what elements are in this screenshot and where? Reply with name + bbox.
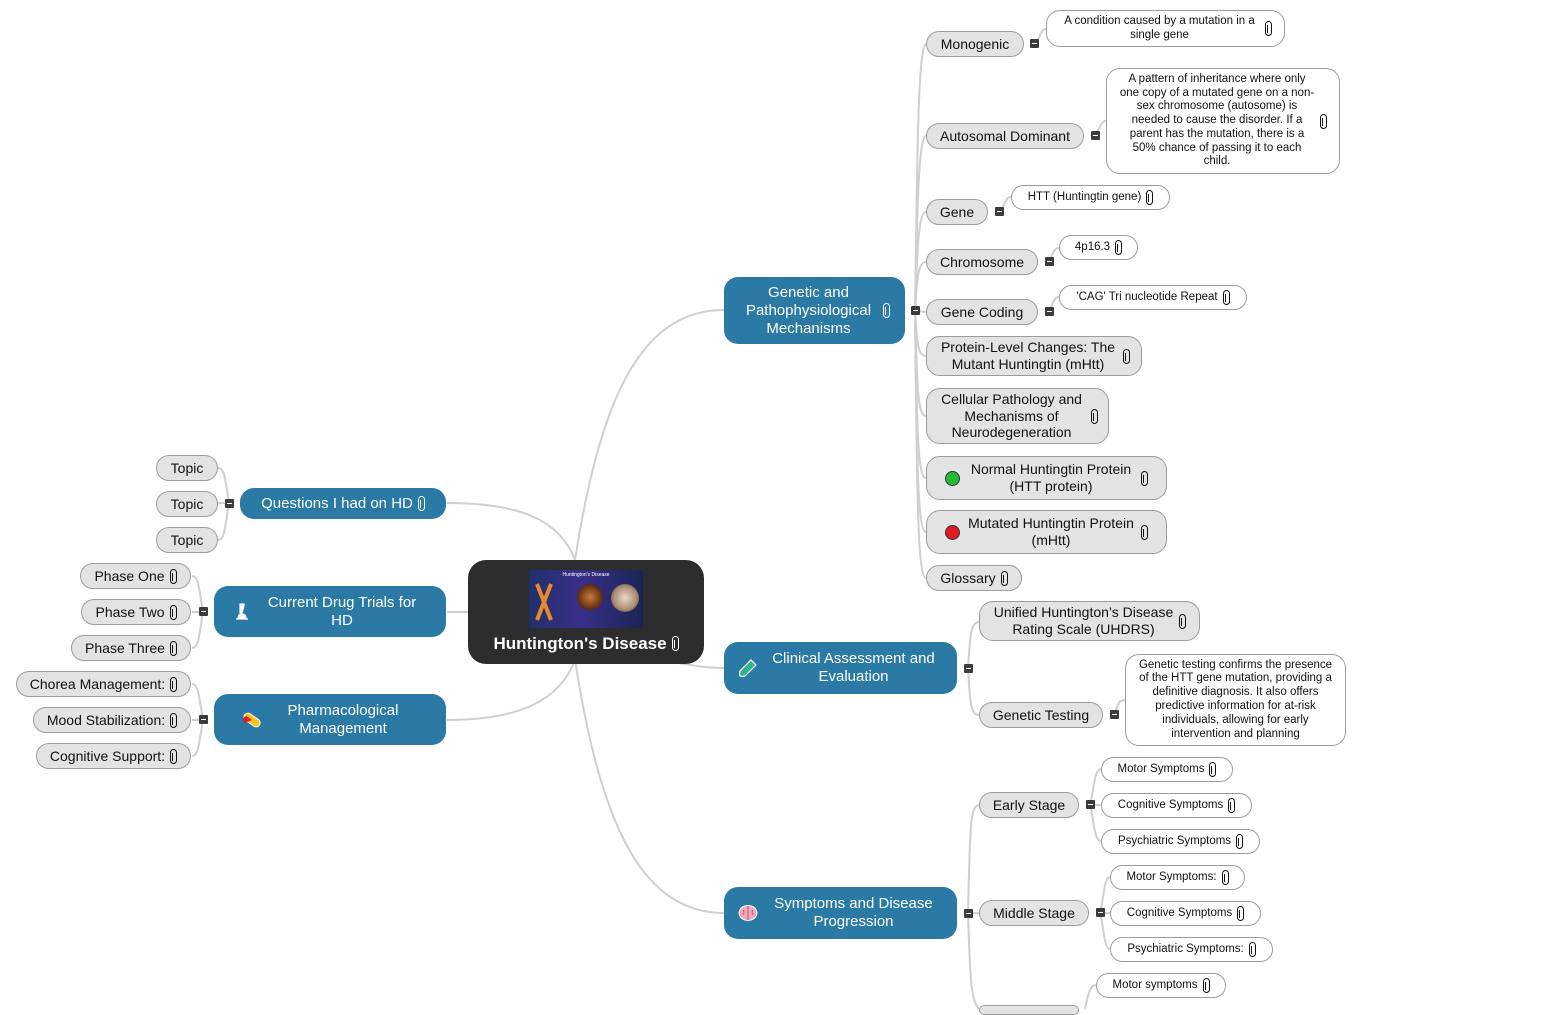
attachment-icon[interactable] (169, 568, 177, 584)
attachment-icon[interactable] (170, 676, 178, 692)
subtopic-topic[interactable]: Topic (156, 527, 218, 553)
attachment-icon[interactable] (1248, 942, 1256, 957)
subtopic-pharma-item[interactable]: Mood Stabilization: (33, 707, 191, 733)
attachment-icon[interactable] (1000, 570, 1008, 586)
central-topic-title: Huntington's Disease (493, 633, 667, 653)
attachment-icon[interactable] (169, 640, 177, 656)
topic-questions[interactable]: Questions I had on HD (240, 488, 446, 519)
subtopic-late-stage[interactable] (979, 1005, 1079, 1015)
attachment-icon[interactable] (1221, 870, 1229, 885)
subtopic-gene-coding[interactable]: Gene Coding (926, 299, 1038, 325)
red-marker-icon (945, 524, 960, 540)
collapse-toggle[interactable] (964, 909, 973, 918)
subtopic-chromosome[interactable]: Chromosome (926, 249, 1038, 275)
attachment-icon[interactable] (1115, 240, 1123, 255)
subtopic-pharma-item[interactable]: Chorea Management: (16, 671, 191, 697)
brain-slice-image (577, 583, 603, 610)
attachment-icon[interactable] (1178, 613, 1186, 629)
attachment-icon[interactable] (671, 636, 679, 652)
attachment-icon[interactable] (1202, 978, 1210, 993)
test-tube-icon (738, 659, 757, 678)
attachment-icon[interactable] (170, 712, 178, 728)
collapse-toggle[interactable] (199, 715, 208, 724)
topic-pharmacological-management[interactable]: Pharmacological Management (214, 694, 446, 745)
middle-item[interactable]: Cognitive Symptoms (1110, 901, 1261, 926)
attachment-icon[interactable] (1141, 470, 1148, 486)
subtopic-monogenic[interactable]: Monogenic (926, 31, 1024, 57)
attachment-icon[interactable] (1209, 762, 1217, 777)
subtopic-middle-stage[interactable]: Middle Stage (979, 900, 1089, 926)
microscope-icon (236, 602, 248, 620)
note-gene-coding[interactable]: 'CAG' Tri nucleotide Repeat (1059, 285, 1247, 310)
collapse-toggle[interactable] (1110, 710, 1119, 719)
collapse-toggle[interactable] (1086, 800, 1095, 809)
subtopic-normal-huntingtin[interactable]: Normal Huntingtin Protein (HTT protein) (926, 456, 1167, 500)
note-genetic-testing[interactable]: Genetic testing confirms the presence of… (1125, 654, 1346, 746)
early-item[interactable]: Cognitive Symptoms (1101, 793, 1252, 818)
note-autosomal-dominant[interactable]: A pattern of inheritance where only one … (1106, 68, 1340, 174)
attachment-icon[interactable] (1237, 906, 1245, 921)
middle-item[interactable]: Psychiatric Symptoms: (1110, 937, 1273, 962)
subtopic-autosomal-dominant[interactable]: Autosomal Dominant (926, 123, 1084, 149)
subtopic-mutated-huntingtin[interactable]: Mutated Huntingtin Protein (mHtt) (926, 510, 1167, 554)
attachment-icon[interactable] (882, 303, 890, 318)
attachment-icon[interactable] (170, 748, 178, 764)
brain-icon (738, 905, 757, 921)
collapse-toggle[interactable] (225, 499, 234, 508)
subtopic-uhdrs[interactable]: Unified Huntington’s Disease Rating Scal… (979, 601, 1200, 641)
collapse-toggle[interactable] (964, 664, 973, 673)
attachment-icon[interactable] (1320, 113, 1327, 129)
attachment-icon[interactable] (1146, 190, 1154, 205)
collapse-toggle[interactable] (1091, 131, 1100, 140)
collapse-toggle[interactable] (995, 207, 1004, 216)
subtopic-gene[interactable]: Gene (926, 199, 988, 225)
subtopic-cellular-pathology[interactable]: Cellular Pathology and Mechanisms of Neu… (926, 388, 1109, 444)
attachment-icon[interactable] (1236, 834, 1244, 849)
disease-illustration-image: Huntington's Disease (529, 569, 643, 628)
collapse-toggle[interactable] (1045, 307, 1054, 316)
topic-drug-trials[interactable]: Current Drug Trials for HD (214, 586, 446, 637)
collapse-toggle[interactable] (1030, 39, 1039, 48)
early-item[interactable]: Motor Symptoms (1101, 757, 1233, 782)
subtopic-topic[interactable]: Topic (156, 491, 218, 517)
early-item[interactable]: Psychiatric Symptoms (1101, 829, 1260, 854)
brain-scan-image (611, 583, 639, 612)
note-monogenic[interactable]: A condition caused by a mutation in a si… (1046, 10, 1285, 47)
attachment-icon[interactable] (1123, 348, 1130, 364)
collapse-toggle[interactable] (911, 306, 920, 315)
subtopic-pharma-item[interactable]: Cognitive Support: (36, 743, 191, 769)
note-gene[interactable]: HTT (Huntingtin gene) (1011, 185, 1170, 210)
collapse-toggle[interactable] (1045, 257, 1054, 266)
subtopic-protein-level-changes[interactable]: Protein-Level Changes: The Mutant Huntin… (926, 336, 1142, 376)
topic-label: Genetic and Pathophysiological Mechanism… (745, 283, 872, 337)
central-topic[interactable]: Huntington's Disease Huntington's Diseas… (468, 560, 704, 664)
subtopic-phase[interactable]: Phase One (80, 563, 191, 589)
topic-symptoms-progression[interactable]: Symptoms and Disease Progression (724, 887, 957, 939)
subtopic-early-stage[interactable]: Early Stage (979, 792, 1079, 818)
late-item[interactable]: Motor symptoms (1096, 973, 1226, 998)
topic-genetic-mechanisms[interactable]: Genetic and Pathophysiological Mechanism… (724, 277, 905, 344)
attachment-icon[interactable] (1228, 798, 1236, 813)
middle-item[interactable]: Motor Symptoms: (1110, 865, 1245, 890)
subtopic-phase[interactable]: Phase Three (71, 635, 191, 661)
attachment-icon[interactable] (1141, 524, 1148, 540)
topic-clinical-assessment[interactable]: Clinical Assessment and Evaluation (724, 642, 957, 694)
note-chromosome[interactable]: 4p16.3 (1059, 235, 1138, 260)
subtopic-phase[interactable]: Phase Two (81, 599, 191, 625)
pill-icon (243, 712, 261, 727)
subtopic-topic[interactable]: Topic (156, 455, 218, 481)
subtopic-glossary[interactable]: Glossary (926, 565, 1022, 591)
attachment-icon[interactable] (169, 604, 177, 620)
attachment-icon[interactable] (1222, 290, 1230, 305)
subtopic-genetic-testing[interactable]: Genetic Testing (979, 702, 1103, 728)
attachment-icon[interactable] (1264, 21, 1272, 36)
attachment-icon[interactable] (417, 496, 425, 511)
collapse-toggle[interactable] (199, 607, 208, 616)
attachment-icon[interactable] (1090, 408, 1098, 424)
green-marker-icon (945, 470, 960, 486)
collapse-toggle[interactable] (1096, 908, 1105, 917)
chromosome-icon (535, 583, 553, 621)
